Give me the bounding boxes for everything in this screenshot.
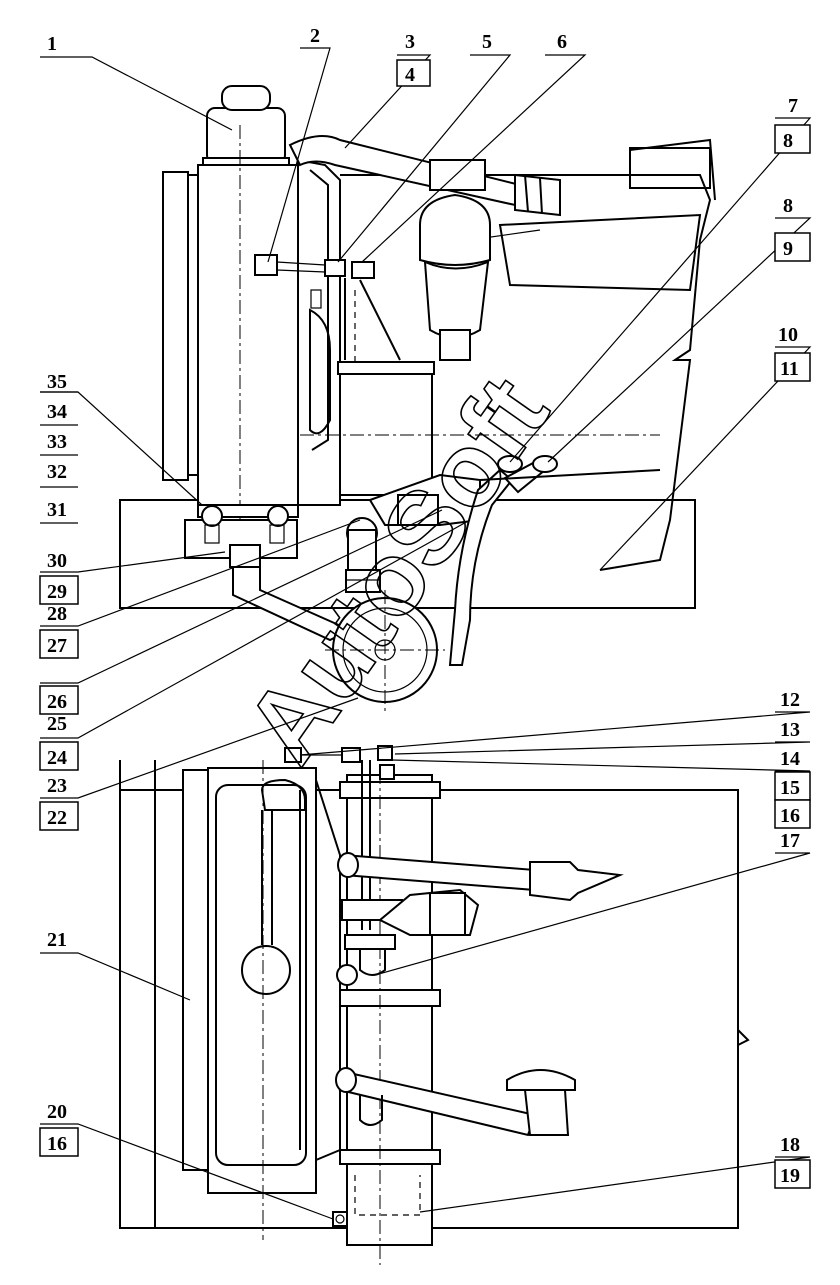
radiator-tank xyxy=(297,158,341,506)
fitting-6 xyxy=(351,261,375,279)
callout-15: 15 xyxy=(780,777,800,799)
callout-10: 10 xyxy=(778,324,798,346)
callout-26: 26 xyxy=(47,691,67,713)
callout-4: 4 xyxy=(405,64,415,86)
callout-3: 3 xyxy=(405,31,415,53)
callout-2: 2 xyxy=(310,25,320,47)
expansion-tank-cap xyxy=(221,85,271,111)
float-ball xyxy=(241,945,291,995)
callout-7: 7 xyxy=(788,95,798,117)
callout-12: 12 xyxy=(780,689,800,711)
callout-34: 34 xyxy=(47,401,67,423)
callout-8-boxed: 8 xyxy=(783,130,793,152)
callout-11: 11 xyxy=(780,358,799,380)
callout-14: 14 xyxy=(780,748,800,770)
callout-24: 24 xyxy=(47,747,67,769)
pump-housing xyxy=(339,364,433,496)
callout-31: 31 xyxy=(47,499,67,521)
fitting-15 xyxy=(379,764,395,780)
callout-23: 23 xyxy=(47,775,67,797)
callout-6: 6 xyxy=(557,31,567,53)
callout-17: 17 xyxy=(780,830,800,852)
callouts-right: 7 8 8 9 10 11 12 13 14 15 16 17 18 19 xyxy=(774,95,811,1189)
callout-22: 22 xyxy=(47,807,67,829)
upper-view xyxy=(119,85,716,715)
callout-28: 28 xyxy=(47,603,67,625)
radiator-core xyxy=(197,164,299,506)
callout-33: 33 xyxy=(47,431,67,453)
callout-1: 1 xyxy=(47,33,57,55)
callout-18: 18 xyxy=(780,1134,800,1156)
callout-25: 25 xyxy=(47,713,67,735)
callout-16-left: 16 xyxy=(47,1133,67,1155)
callouts-top: 2 3 4 5 6 xyxy=(310,25,567,87)
filler-cap-top-view xyxy=(506,1069,576,1091)
callout-16-right: 16 xyxy=(780,805,800,827)
callouts-left: 1 35 34 33 32 31 30 29 28 27 26 25 24 23… xyxy=(39,33,79,1157)
radiator-fan-shroud xyxy=(162,171,189,481)
expansion-tank xyxy=(206,107,286,164)
callout-13: 13 xyxy=(780,719,800,741)
callout-35: 35 xyxy=(47,371,67,393)
sensor-fitting xyxy=(254,254,278,276)
drain-plug xyxy=(332,1211,348,1227)
callout-21: 21 xyxy=(47,929,67,951)
callout-19: 19 xyxy=(780,1165,800,1187)
fitting-14 xyxy=(377,745,393,761)
lower-view xyxy=(119,745,750,1265)
pipe-connector xyxy=(397,494,439,526)
callout-5: 5 xyxy=(482,31,492,53)
callout-27: 27 xyxy=(47,635,67,657)
callout-32: 32 xyxy=(47,461,67,483)
radiator-side-21 xyxy=(182,769,211,1171)
engine-shaft-housing xyxy=(346,774,433,1246)
callout-29: 29 xyxy=(47,581,67,603)
fitting-5 xyxy=(324,259,346,277)
callout-20: 20 xyxy=(47,1101,67,1123)
callout-8: 8 xyxy=(783,195,793,217)
filter-housing xyxy=(419,193,491,266)
callout-9: 9 xyxy=(783,238,793,260)
bypass-hose xyxy=(448,468,514,666)
callout-30: 30 xyxy=(47,550,67,572)
